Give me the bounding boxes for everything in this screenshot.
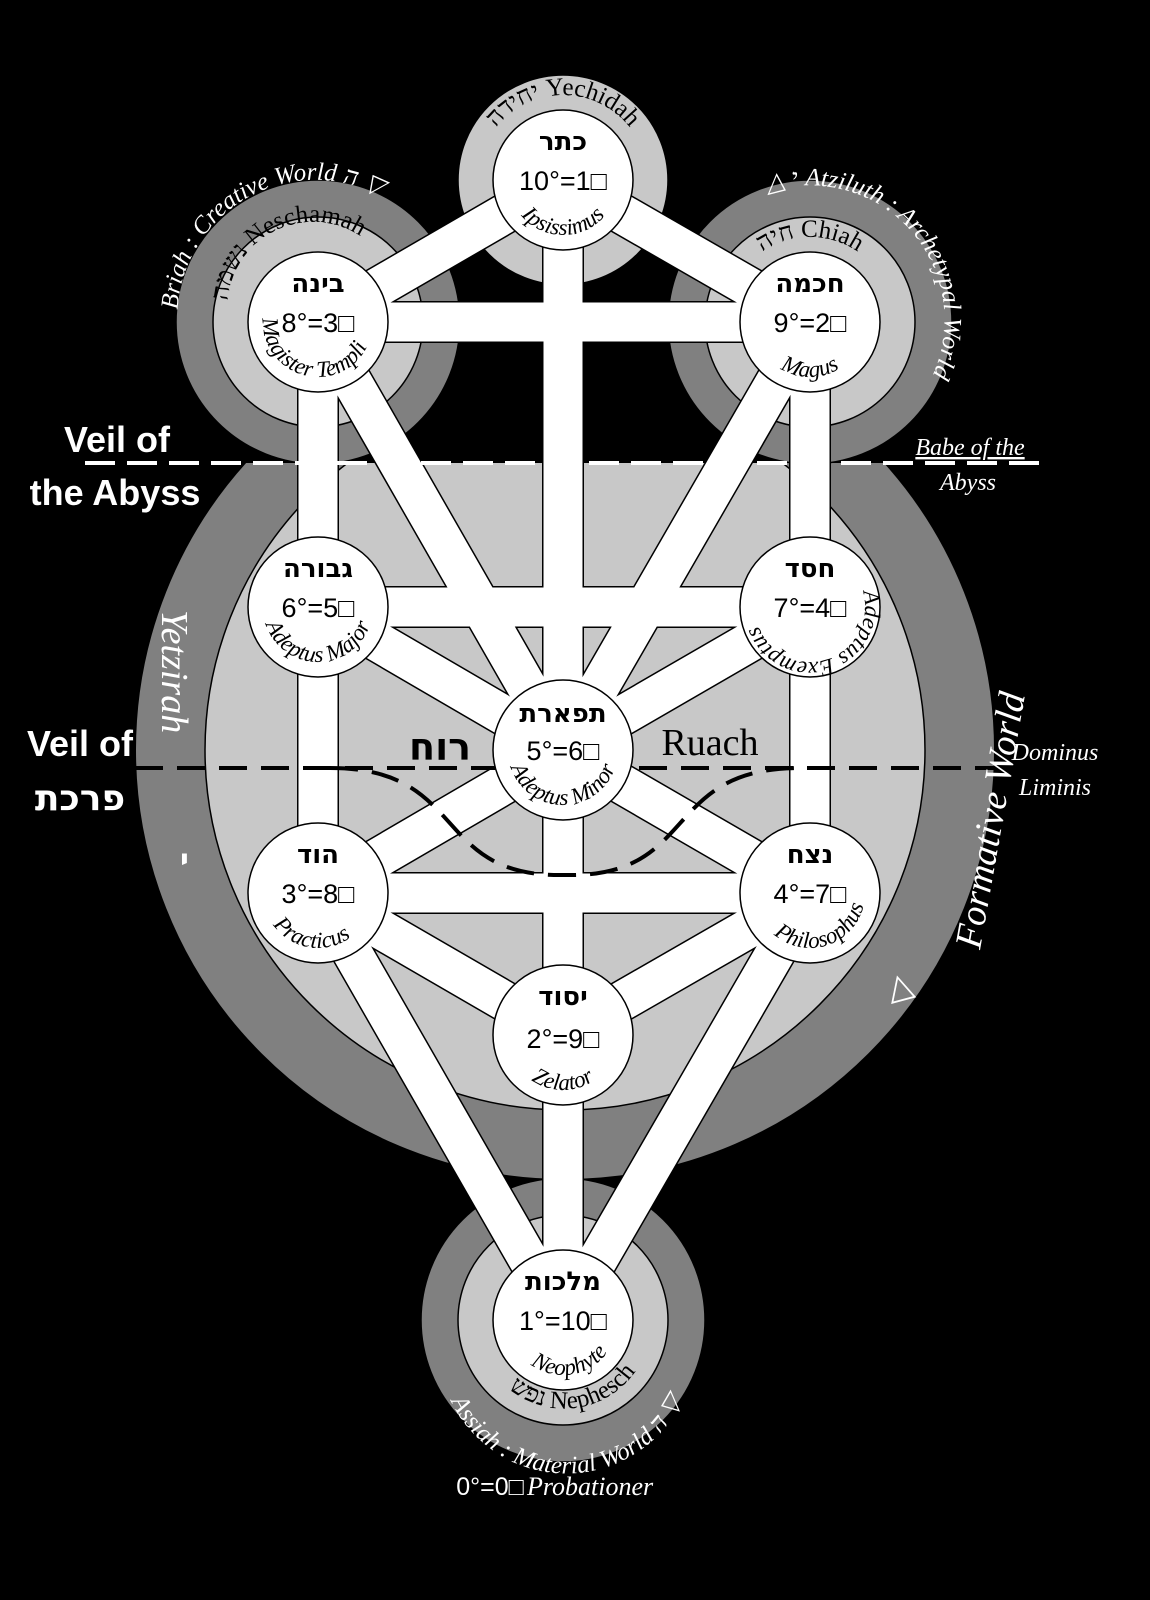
sephira-grade: 7°=4□: [774, 593, 848, 623]
sephira-geburah[interactable]: גבורה 6°=5□ Adeptus Major: [247, 536, 389, 678]
sephira-grade: 6°=5□: [282, 593, 356, 623]
sephira-hebrew: מלכות: [525, 1267, 601, 1297]
veil-abyss-line1: Veil of: [64, 419, 171, 460]
sephira-binah[interactable]: בינה 8°=3□ Magister Templi: [247, 251, 389, 393]
sephira-grade: 9°=2□: [774, 308, 848, 338]
sephira-grade: 2°=9□: [527, 1024, 601, 1054]
ruach-label: Ruach: [661, 722, 758, 764]
sephira-kether[interactable]: כתר 10°=1□ Ipsissimus: [492, 109, 634, 251]
path-binah-tiphareth: [301, 312, 580, 760]
sephira-grade: 4°=7□: [774, 879, 848, 909]
probationer-grade: 0°=0□: [456, 1473, 524, 1501]
sephira-yesod[interactable]: יסוד 2°=9□ Zelator: [492, 964, 634, 1106]
sephira-hebrew: גבורה: [283, 554, 353, 584]
path-hod-malkuth: [301, 883, 580, 1330]
probationer-label: Probationer: [526, 1472, 654, 1501]
dominus-liminis-line1: Dominus: [1011, 740, 1099, 766]
sephira-grade: 8°=3□: [282, 308, 356, 338]
sephira-hebrew: בינה: [291, 269, 344, 299]
babe-of-abyss-line2: Abyss: [938, 470, 996, 496]
sephira-malkuth[interactable]: מלכות 1°=10□ Neophyte: [492, 1249, 634, 1391]
sephira-grade: 5°=6□: [527, 736, 601, 766]
sephira-hebrew: הוד: [297, 840, 339, 870]
path-netzach-malkuth: [546, 883, 827, 1330]
sephira-grade: 3°=8□: [282, 879, 356, 909]
sephira-hebrew: יסוד: [538, 982, 588, 1012]
babe-of-abyss-line1: Babe of the: [915, 435, 1025, 461]
veil-paroketh-line1: Veil of: [27, 723, 134, 764]
veil-abyss-line2: the Abyss: [30, 472, 201, 513]
sephira-netzach[interactable]: נצח 4°=7□ Philosophus: [739, 822, 881, 964]
dominus-liminis-line2: Liminis: [1018, 775, 1091, 801]
sephira-chokmah[interactable]: חכמה 9°=2□ Magus: [739, 251, 881, 393]
sephira-hebrew: חסד: [785, 554, 836, 584]
path-chokmah-tiphareth: [546, 312, 827, 760]
sephira-grade: 1°=10□: [519, 1306, 608, 1336]
sephira-hebrew: חכמה: [775, 269, 844, 299]
yetzirah-letter: י: [180, 843, 189, 878]
sephira-hod[interactable]: הוד 3°=8□ Practicus: [247, 822, 389, 964]
veil-paroketh-line2: פרכת: [35, 778, 125, 819]
sephira-hebrew: כתר: [539, 127, 587, 157]
sephira-hebrew: תפארת: [519, 699, 606, 729]
sephira-hebrew: נצח: [787, 840, 834, 870]
sephira-grade: 10°=1□: [519, 166, 608, 196]
sephira-tiphareth[interactable]: תפארת 5°=6□ Adeptus Minor: [492, 679, 634, 821]
ruach-hebrew-label: רוח: [409, 725, 471, 769]
yetzirah-label: Yetzirah: [153, 610, 195, 733]
